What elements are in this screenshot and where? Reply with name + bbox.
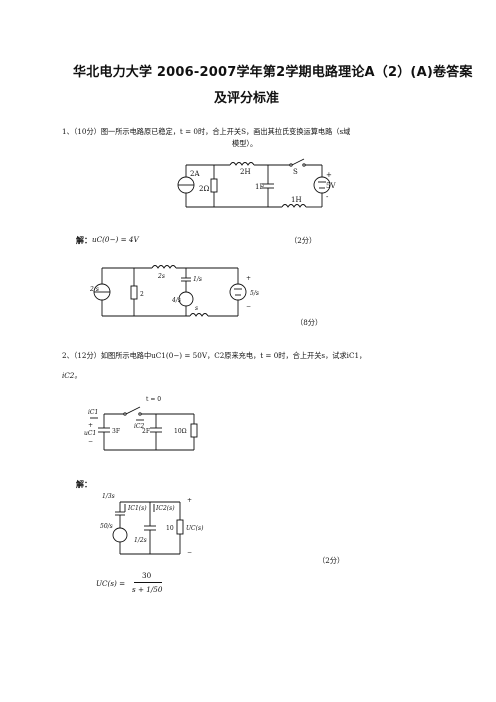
- q2-s-ic2-label: IC2(s): [155, 505, 175, 512]
- q1-resistor-label: 2Ω: [199, 185, 209, 193]
- q2-s-minus-label: −: [187, 549, 192, 556]
- q2-uc1-label: uC1: [84, 430, 96, 437]
- q1-text-line2: 模型）。: [232, 139, 258, 148]
- q2-s-plus-label: +: [187, 497, 192, 504]
- q1-minus-label: -: [326, 193, 329, 201]
- q1-s-cap-source-label: 4/s: [171, 297, 181, 304]
- q1-inductor2-label: 1H: [291, 196, 302, 204]
- q2-s-uc-label: UC(s): [186, 525, 204, 532]
- q1-text-line1: 1、（10分）图一所示电路原已稳定，t = 0时，合上开关S，画出其拉氏变换运算…: [62, 127, 351, 136]
- q1-circuit-diagram: 2A 2Ω 2H S 1F 1H 5V + -: [177, 158, 336, 208]
- q1-score-2: （8分）: [296, 318, 323, 327]
- q2-plus-label: +: [88, 422, 93, 429]
- document-title-line2: 及评分标准: [214, 91, 280, 106]
- q2-final-numerator: 30: [142, 571, 152, 580]
- q1-initial-condition: uC(0−) = 4V: [92, 235, 139, 244]
- q1-s-source-label: 2/s: [89, 286, 99, 293]
- q2-minus-label: −: [88, 438, 93, 445]
- q2-c2-label: 2F: [142, 428, 150, 435]
- q2-score: （2分）: [318, 556, 345, 565]
- q1-switch-label: S: [293, 168, 298, 176]
- q2-final-denominator: s + 1/50: [132, 585, 163, 594]
- q1-capacitor-label: 1F: [255, 183, 264, 191]
- q1-answer-label: 解：: [76, 235, 92, 245]
- q1-s-domain-circuit: 2/s 2 2s 1/s 4/s s 5/s + −: [89, 265, 259, 317]
- q2-circuit-diagram: t = 0 iC1 iC2 + uC1 − 3F 2F 10Ω: [84, 396, 198, 451]
- q1-plus-label: +: [326, 171, 332, 179]
- q1-source-label: 2A: [190, 170, 200, 178]
- q2-switch-time-label: t = 0: [146, 396, 161, 403]
- q2-s-resistor-label: 10: [166, 525, 174, 532]
- q2-s-domain-circuit: 1/3s 50/s IC1(s) IC2(s) 1/2s 10 UC(s) + …: [100, 493, 204, 556]
- q1-score-1: （2分）: [290, 236, 317, 245]
- q2-s-imp1-label: 1/3s: [102, 493, 115, 500]
- q2-s-ic1-label: IC1(s): [127, 505, 147, 512]
- q1-s-vsource-label: 5/s: [250, 290, 259, 297]
- q1-inductor-label: 2H: [240, 168, 251, 176]
- q2-s-imp2-label: 1/2s: [134, 537, 147, 544]
- q2-ic2-label: iC2: [134, 423, 145, 430]
- q1-s-inductor2-label: s: [195, 305, 198, 312]
- q1-s-minus-label: −: [246, 303, 251, 310]
- q1-s-inductor-label: 2s: [157, 273, 165, 280]
- q2-text-line2: iC2。: [62, 371, 82, 380]
- q1-s-plus-label: +: [246, 275, 251, 282]
- q2-text-line1: 2、（12分）如图所示电路中uC1(0−) = 50V，C2原来充电，t = 0…: [62, 351, 367, 360]
- document-title-line1: 华北电力大学 2006-2007学年第2学期电路理论A（2）(A)卷答案: [73, 65, 473, 80]
- q2-c1-label: 3F: [112, 428, 120, 435]
- q2-fraction-bar: [134, 582, 162, 583]
- q2-answer-label: 解：: [76, 479, 92, 489]
- q2-resistor-label: 10Ω: [174, 428, 187, 435]
- q2-final-lhs: UC(s) =: [96, 579, 126, 588]
- q2-ic1-label: iC1: [88, 409, 98, 416]
- q1-s-cap-impedance-label: 1/s: [193, 276, 202, 283]
- q1-vsource-label: 5V: [326, 182, 336, 190]
- q1-s-resistor-label: 2: [140, 291, 144, 298]
- q2-s-source-label: 50/s: [100, 523, 113, 530]
